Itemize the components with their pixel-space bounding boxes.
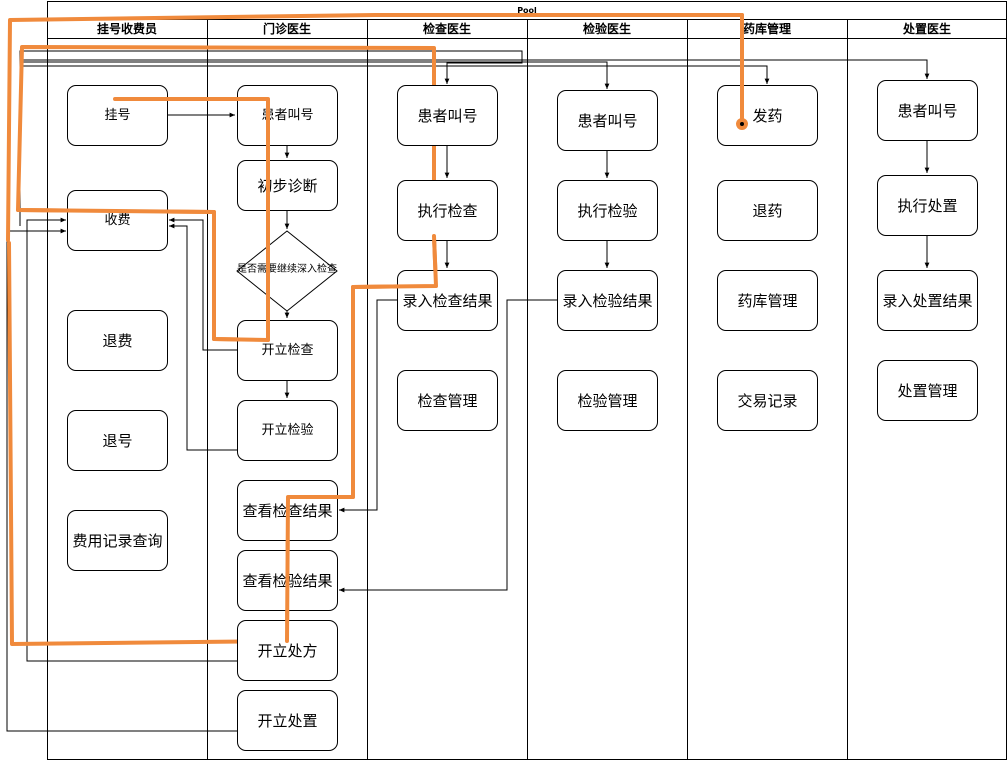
node-order-treatment: 开立处置 (237, 690, 338, 751)
node-transaction-records: 交易记录 (717, 370, 818, 431)
node-treatment-management: 处置管理 (877, 360, 978, 421)
edge-charge-to-lab (20, 61, 610, 89)
lane-header-treatment-doctor: 处置医生 (847, 19, 1007, 39)
node-enter-lab-results: 录入检验结果 (557, 270, 658, 331)
node-charge: 收费 (67, 190, 168, 251)
node-return-drug: 退药 (717, 180, 818, 241)
lane-header-pharmacy: 药库管理 (687, 19, 847, 39)
node-view-lab-results: 查看检验结果 (237, 550, 338, 611)
node-perform-treatment: 执行处置 (877, 175, 978, 236)
node-cancel-register: 退号 (67, 410, 168, 471)
node-enter-exam-results: 录入检查结果 (397, 270, 498, 331)
lane-header-clinic-doctor: 门诊医生 (207, 19, 367, 39)
edge-exam-results-to-view (339, 299, 397, 513)
node-order-exam: 开立检查 (237, 320, 338, 381)
lane-divider (527, 19, 528, 760)
node-perform-exam: 执行检查 (397, 180, 498, 241)
edge-lab-results-to-view (339, 299, 557, 593)
node-treatment-call: 患者叫号 (877, 80, 978, 141)
pool-title: Pool (517, 6, 537, 15)
node-order-lab: 开立检验 (237, 400, 338, 461)
node-clinic-call: 患者叫号 (237, 85, 338, 146)
lane-header-registrar: 挂号收费员 (47, 19, 207, 39)
lane-header-lab-doctor: 检验医生 (527, 19, 687, 39)
node-dispense: 发药 (717, 85, 818, 146)
decision-label: 是否需要继续深入检查 (237, 263, 337, 275)
node-exam-management: 检查管理 (397, 370, 498, 431)
node-lab-management: 检验管理 (557, 370, 658, 431)
node-view-exam-results: 查看检查结果 (237, 480, 338, 541)
node-initial-diagnosis: 初步诊断 (237, 160, 338, 211)
edge-order-exam-to-charge (169, 217, 237, 351)
node-lab-call: 患者叫号 (557, 90, 658, 151)
node-pharmacy-management: 药库管理 (717, 270, 818, 331)
edge-charge-to-pharmacy (20, 65, 770, 84)
lane-header-exam-doctor: 检查医生 (367, 19, 527, 39)
node-perform-lab: 执行检验 (557, 180, 658, 241)
node-enter-treatment-results: 录入处置结果 (877, 270, 978, 331)
lane-divider (687, 19, 688, 760)
lane-divider (207, 19, 208, 760)
node-fee-records: 费用记录查询 (67, 510, 168, 571)
node-refund-fee: 退费 (67, 310, 168, 371)
node-exam-call: 患者叫号 (397, 85, 498, 146)
lane-divider (847, 19, 848, 760)
edge-charge-to-treatment (20, 59, 930, 79)
node-prescribe: 开立处方 (237, 620, 338, 681)
node-register: 挂号 (67, 85, 168, 146)
